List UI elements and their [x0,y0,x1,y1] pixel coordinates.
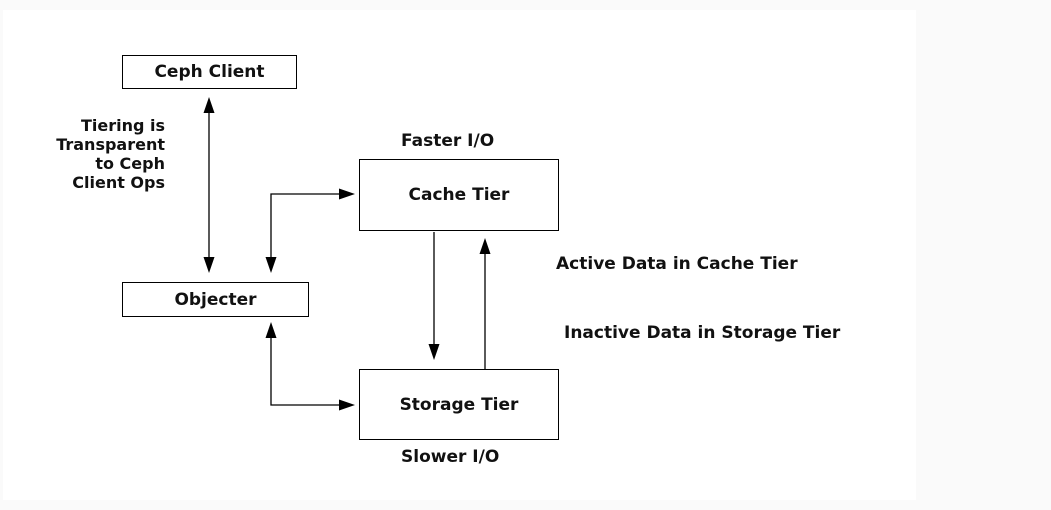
faster-io-label: Faster I/O [401,131,495,151]
objecter-label: Objecter [174,289,257,310]
ceph-client-label: Ceph Client [154,62,265,82]
arrowhead-up [479,238,491,254]
active-data-label: Active Data in Cache Tier [556,254,798,274]
arrowhead-down [203,257,215,273]
edge-client-objecter [203,97,215,273]
edge-objecter-storage [265,322,355,411]
transparent-note-line: Client Ops [72,173,165,192]
arrowhead-up [265,322,277,338]
transparent-note-line: to Ceph [95,154,165,173]
edge-storage-to-cache [479,238,491,370]
arrowhead-down [265,257,277,273]
edge-cache-to-storage [428,232,440,360]
cache-tier-box: Cache Tier [359,159,559,231]
transparent-note: Tiering is Transparent to Ceph Client Op… [20,116,165,192]
arrowhead-right [339,188,355,200]
cache-tier-label: Cache Tier [408,185,510,205]
arrowhead-down [428,344,440,360]
inactive-data-label: Inactive Data in Storage Tier [564,323,841,343]
transparent-note-line: Transparent [56,135,165,154]
storage-tier-box: Storage Tier [359,369,559,440]
objecter-box: Objecter [122,282,309,317]
edge-objecter-cache [265,188,355,273]
arrowhead-up [203,97,215,113]
arrowhead-right [339,399,355,411]
slower-io-label: Slower I/O [401,447,500,467]
ceph-client-box: Ceph Client [122,55,297,89]
storage-tier-label: Storage Tier [399,394,519,415]
transparent-note-line: Tiering is [80,116,165,135]
